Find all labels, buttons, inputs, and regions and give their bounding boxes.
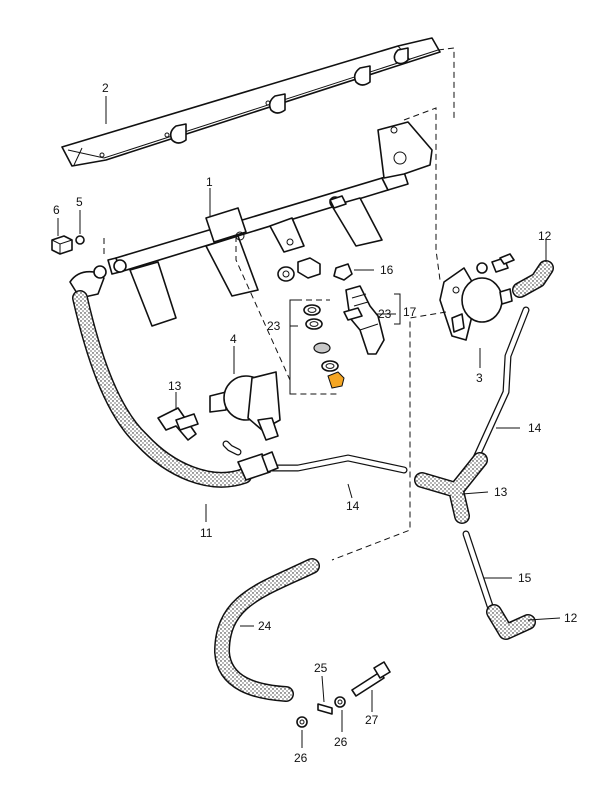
hose-11 bbox=[72, 290, 252, 488]
hose-12-top bbox=[512, 260, 554, 298]
nut-and-washer bbox=[277, 195, 347, 282]
fuel-rail bbox=[107, 121, 433, 327]
o-ring-23a bbox=[303, 304, 321, 316]
pressure-damper-3 bbox=[439, 267, 513, 341]
callout-26-right: 26 bbox=[334, 735, 348, 749]
hose-24 bbox=[214, 558, 320, 702]
callout-23-left: 23 bbox=[267, 319, 281, 333]
fuel-line-15 bbox=[462, 530, 494, 610]
fuel-line-14-left bbox=[222, 440, 408, 481]
callout-24: 24 bbox=[258, 619, 272, 633]
callout-23-right: 23 bbox=[378, 307, 392, 321]
callout-12-top: 12 bbox=[538, 229, 552, 243]
clip-16 bbox=[333, 263, 353, 281]
hose-12-bottom bbox=[486, 604, 536, 640]
callout-brackets bbox=[289, 293, 401, 395]
leader-lines bbox=[57, 96, 561, 748]
callout-6: 6 bbox=[53, 203, 60, 217]
callout-13-left: 13 bbox=[168, 379, 182, 393]
callout-14-right: 14 bbox=[528, 421, 542, 435]
injector-17 bbox=[343, 285, 385, 355]
callout-4: 4 bbox=[230, 332, 237, 346]
cap-nut-6 bbox=[51, 235, 73, 255]
screw-25 bbox=[317, 703, 333, 715]
seal-washer-23 bbox=[313, 342, 331, 354]
callout-16: 16 bbox=[380, 263, 394, 277]
callout-11: 11 bbox=[200, 526, 213, 540]
callout-17: 17 bbox=[403, 305, 417, 319]
bolt-and-washer-right bbox=[476, 253, 515, 274]
o-ring-23b bbox=[305, 318, 323, 330]
tee-fitting-13-left bbox=[157, 407, 199, 441]
callout-27: 27 bbox=[365, 713, 379, 727]
washer-26a bbox=[296, 716, 308, 728]
callout-3: 3 bbox=[476, 371, 483, 385]
bolt-27 bbox=[351, 661, 391, 697]
filter-cap-23 bbox=[327, 371, 345, 389]
callout-15: 15 bbox=[518, 571, 532, 585]
callout-13-right: 13 bbox=[494, 485, 508, 499]
callout-5: 5 bbox=[76, 195, 83, 209]
pressure-regulator-4 bbox=[209, 371, 281, 441]
tee-hose-13-right bbox=[414, 452, 488, 524]
o-ring-23c bbox=[321, 360, 339, 372]
callout-labels: 2 1 5 6 12 16 23 17 23 4 3 13 14 13 14 1… bbox=[53, 81, 578, 765]
callout-14-left: 14 bbox=[346, 499, 360, 513]
seal-ring-5 bbox=[75, 235, 85, 245]
fuel-line-14-right bbox=[472, 306, 530, 462]
callout-2: 2 bbox=[102, 81, 109, 95]
fuel-rail-cover bbox=[61, 37, 441, 167]
callout-12-bottom: 12 bbox=[564, 611, 578, 625]
callout-1: 1 bbox=[206, 175, 213, 189]
callout-26-left: 26 bbox=[294, 751, 308, 765]
washer-26b bbox=[334, 696, 346, 708]
callout-25: 25 bbox=[314, 661, 328, 675]
